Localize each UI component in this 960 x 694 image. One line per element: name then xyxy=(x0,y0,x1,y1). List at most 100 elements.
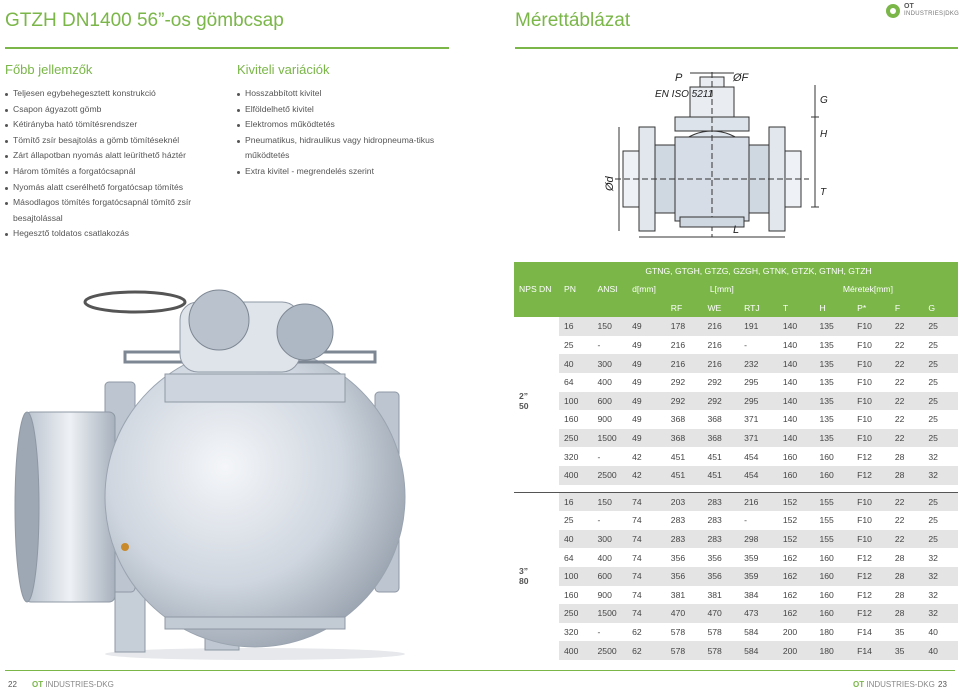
series-header: GTNG, GTGH, GTZG, GZGH, GTNK, GTZK, GTNH… xyxy=(559,262,958,280)
page-title-right: Mérettáblázat xyxy=(515,10,631,31)
table-cell: 295 xyxy=(739,391,778,411)
footer-brand-rest: INDUSTRIES-DKG xyxy=(45,680,114,689)
table-cell: 356 xyxy=(702,566,740,586)
list-item: Hegesztő toldatos csatlakozás xyxy=(5,226,215,242)
table-cell: 160 xyxy=(814,566,853,586)
table-cell: 600 xyxy=(592,391,628,411)
table-cell: 25 xyxy=(923,372,958,392)
table-cell: F10 xyxy=(852,317,890,336)
table-cell: 49 xyxy=(627,372,666,392)
table-cell: 283 xyxy=(702,529,740,549)
table-cell: 600 xyxy=(592,566,628,586)
table-cell: F12 xyxy=(852,548,890,567)
table-cell: 155 xyxy=(814,511,853,530)
table-cell: 49 xyxy=(627,410,666,429)
table-cell: F10 xyxy=(852,354,890,373)
table-cell: 22 xyxy=(889,335,924,355)
table-cell: 74 xyxy=(627,492,666,512)
table-cell: 368 xyxy=(665,410,703,429)
table-cell: 22 xyxy=(889,511,924,530)
table-cell: 368 xyxy=(702,410,740,429)
header-rule-right xyxy=(515,47,958,49)
table-cell: 22 xyxy=(889,372,924,392)
sub-rtj: RTJ xyxy=(739,298,778,318)
table-cell: 295 xyxy=(739,372,778,392)
table-cell: 400 xyxy=(592,372,628,392)
table-cell: 160 xyxy=(777,447,815,466)
table-cell: 16 xyxy=(559,317,593,336)
table-cell: 400 xyxy=(559,465,593,485)
table-cell: 28 xyxy=(889,566,924,586)
table-cell: 140 xyxy=(777,410,815,429)
table-cell: 150 xyxy=(592,492,628,512)
page-number-left: 22 xyxy=(8,680,17,689)
drawing-label-g: G xyxy=(820,95,828,106)
list-item: Kétirányba ható tömítésrendszer xyxy=(5,117,215,133)
table-cell: 250 xyxy=(559,604,593,623)
table-cell: 298 xyxy=(739,529,778,549)
table-cell: F10 xyxy=(852,391,890,411)
table-cell: 25 xyxy=(923,529,958,549)
table-cell: 22 xyxy=(889,354,924,373)
sub-rf: RF xyxy=(665,298,703,318)
table-cell: 1500 xyxy=(592,428,628,448)
drawing-label-h: H xyxy=(820,129,828,140)
table-cell: F12 xyxy=(852,604,890,623)
table-cell: 356 xyxy=(665,548,703,567)
sub-f: F xyxy=(889,298,924,318)
variants-heading: Kiviteli variációk xyxy=(237,62,330,77)
sub-t: T xyxy=(777,298,815,318)
table-cell: 32 xyxy=(923,447,958,466)
table-cell: 62 xyxy=(627,641,666,660)
group-gap-cell xyxy=(514,484,958,494)
table-cell: 454 xyxy=(739,465,778,485)
sub-h: H xyxy=(814,298,853,318)
table-cell: 135 xyxy=(814,428,853,448)
table-cell: F10 xyxy=(852,492,890,512)
footer-brand-rest: INDUSTRIES-DKG xyxy=(866,680,935,689)
drawing-label-t: T xyxy=(820,187,827,198)
table-cell: 180 xyxy=(814,622,853,642)
table-cell: 28 xyxy=(889,465,924,485)
table-cell: F10 xyxy=(852,335,890,355)
table-cell: 359 xyxy=(739,548,778,567)
logo-industries-text: INDUSTRIES|DKG xyxy=(904,11,960,17)
table-cell: 135 xyxy=(814,391,853,411)
table-cell: 135 xyxy=(814,335,853,355)
table-cell: 160 xyxy=(559,410,593,429)
col-ansi: ANSI xyxy=(592,280,628,299)
table-cell: 216 xyxy=(739,492,778,512)
table-cell: 178 xyxy=(665,317,703,336)
valve-photo xyxy=(5,262,514,666)
table-cell: 35 xyxy=(889,622,924,642)
features-list: Teljesen egybehegesztett konstrukció Csa… xyxy=(5,86,215,242)
col-d: d[mm] xyxy=(627,280,666,299)
table-cell: F10 xyxy=(852,511,890,530)
table-cell: 22 xyxy=(889,410,924,429)
header-rule-left xyxy=(5,47,449,49)
table-cell: 25 xyxy=(923,511,958,530)
table-cell: 283 xyxy=(665,529,703,549)
nps-value: 3” xyxy=(519,566,529,577)
table-cell: 160 xyxy=(814,585,853,605)
table-cell: 216 xyxy=(665,354,703,373)
table-cell: 2500 xyxy=(592,465,628,485)
list-item: Extra kivitel - megrendelés szerint xyxy=(237,164,447,180)
list-item: Három tömítés a forgatócsapnál xyxy=(5,164,215,180)
table-cell: 25 xyxy=(923,428,958,448)
table-cell: 40 xyxy=(923,622,958,642)
table-cell: 160 xyxy=(814,465,853,485)
table-cell: 140 xyxy=(777,372,815,392)
table-cell: - xyxy=(592,511,628,530)
table-cell: 16 xyxy=(559,492,593,512)
table-cell: 578 xyxy=(702,622,740,642)
table-cell: 250 xyxy=(559,428,593,448)
table-cell: 283 xyxy=(702,511,740,530)
